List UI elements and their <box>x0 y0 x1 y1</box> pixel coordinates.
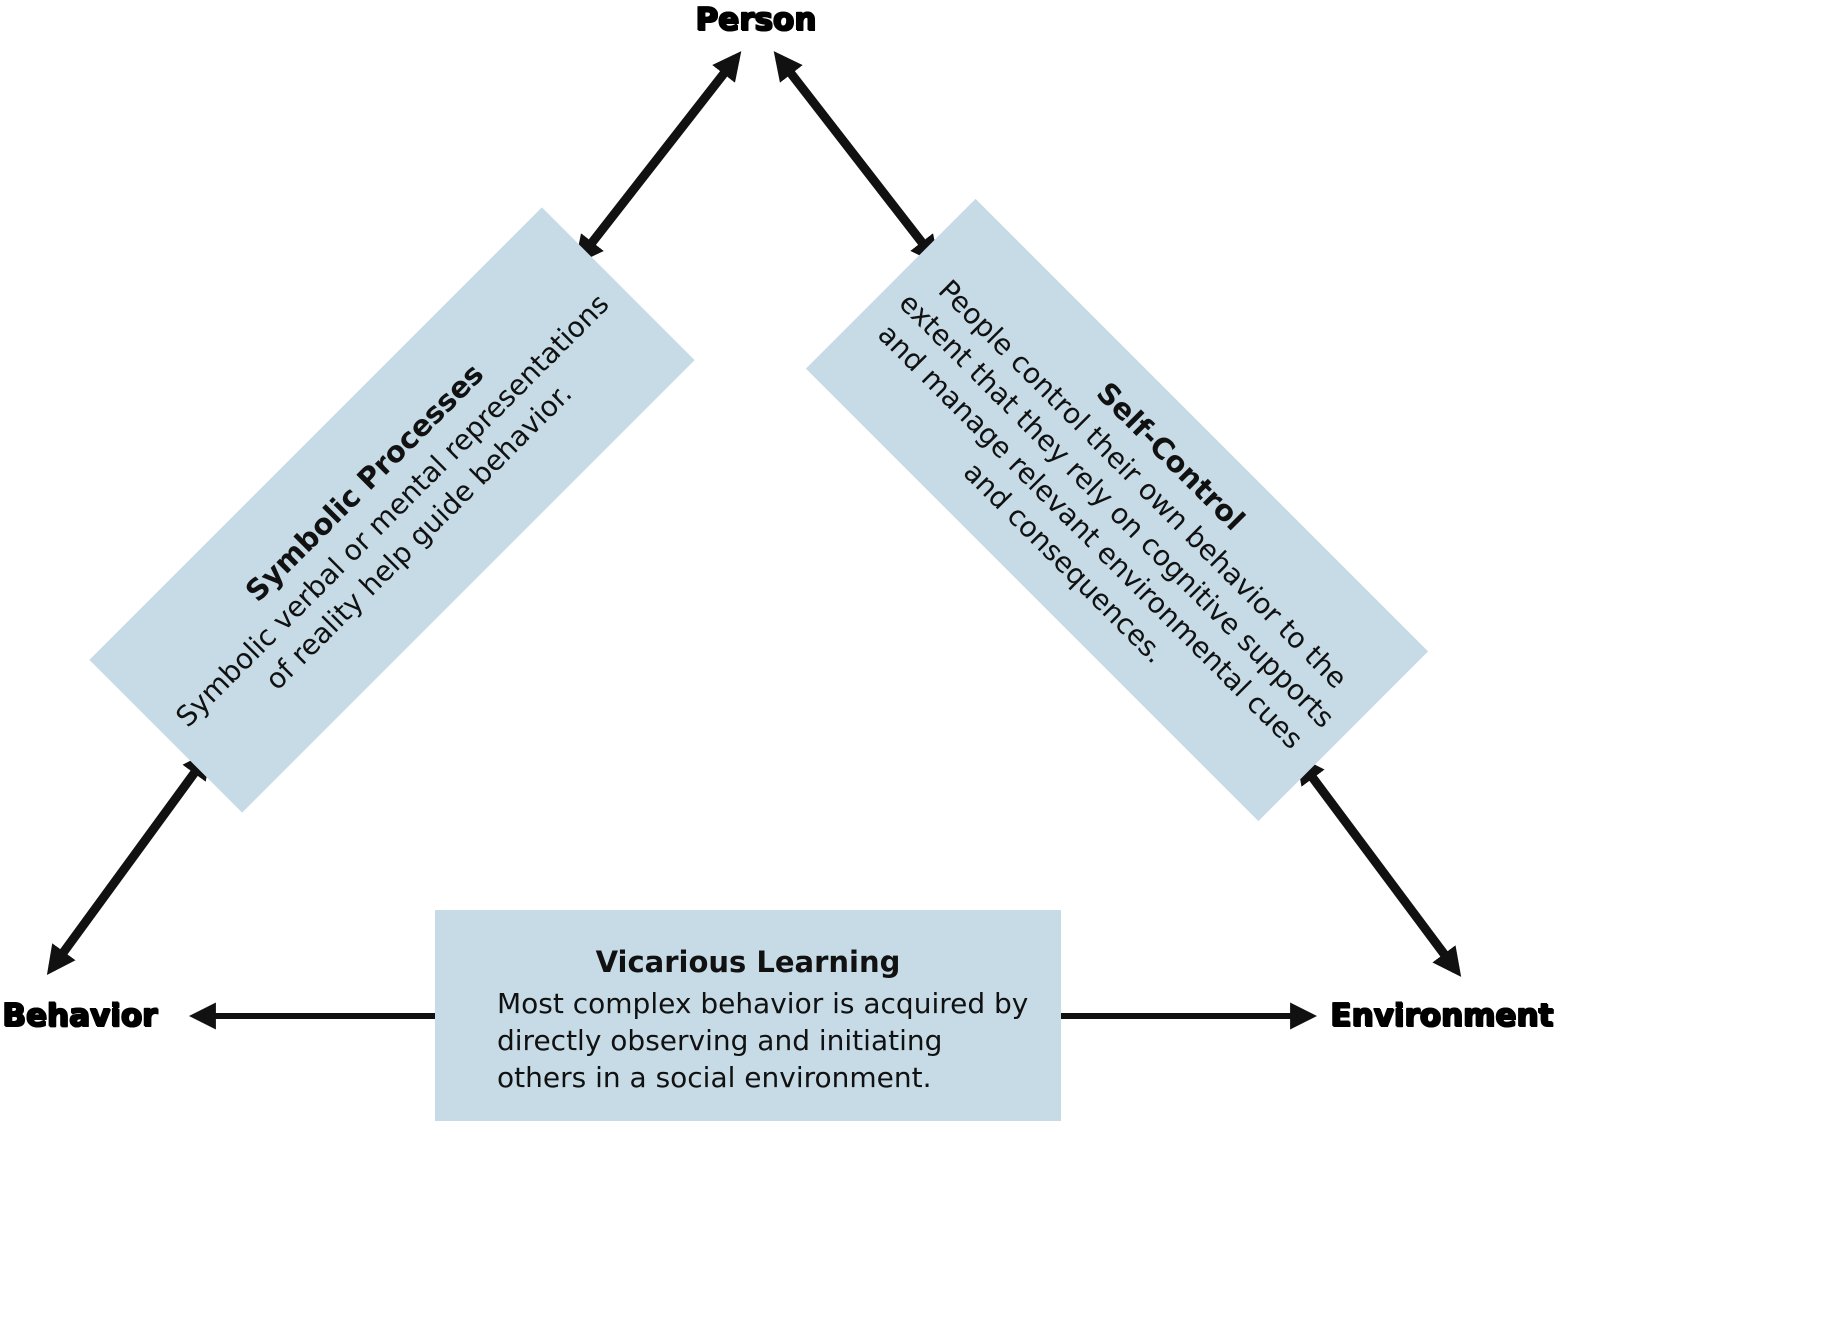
behavior-node-label: Behavior <box>2 998 158 1034</box>
arrow-person-self-control <box>773 51 940 265</box>
vicarious-learning-box: Vicarious Learning Most complex behavior… <box>435 910 1061 1121</box>
vicarious-learning-title: Vicarious Learning <box>595 945 901 979</box>
arrow-symbolic-processes-behavior <box>46 750 212 975</box>
arrow-self-control-environment <box>1295 755 1462 977</box>
person-node-label: Person <box>695 2 817 38</box>
environment-node-label: Environment <box>1330 998 1554 1034</box>
arrow-person-symbolic-processes <box>574 51 742 265</box>
vicarious-learning-description: Most complex behavior is acquired by dir… <box>497 986 1029 1094</box>
